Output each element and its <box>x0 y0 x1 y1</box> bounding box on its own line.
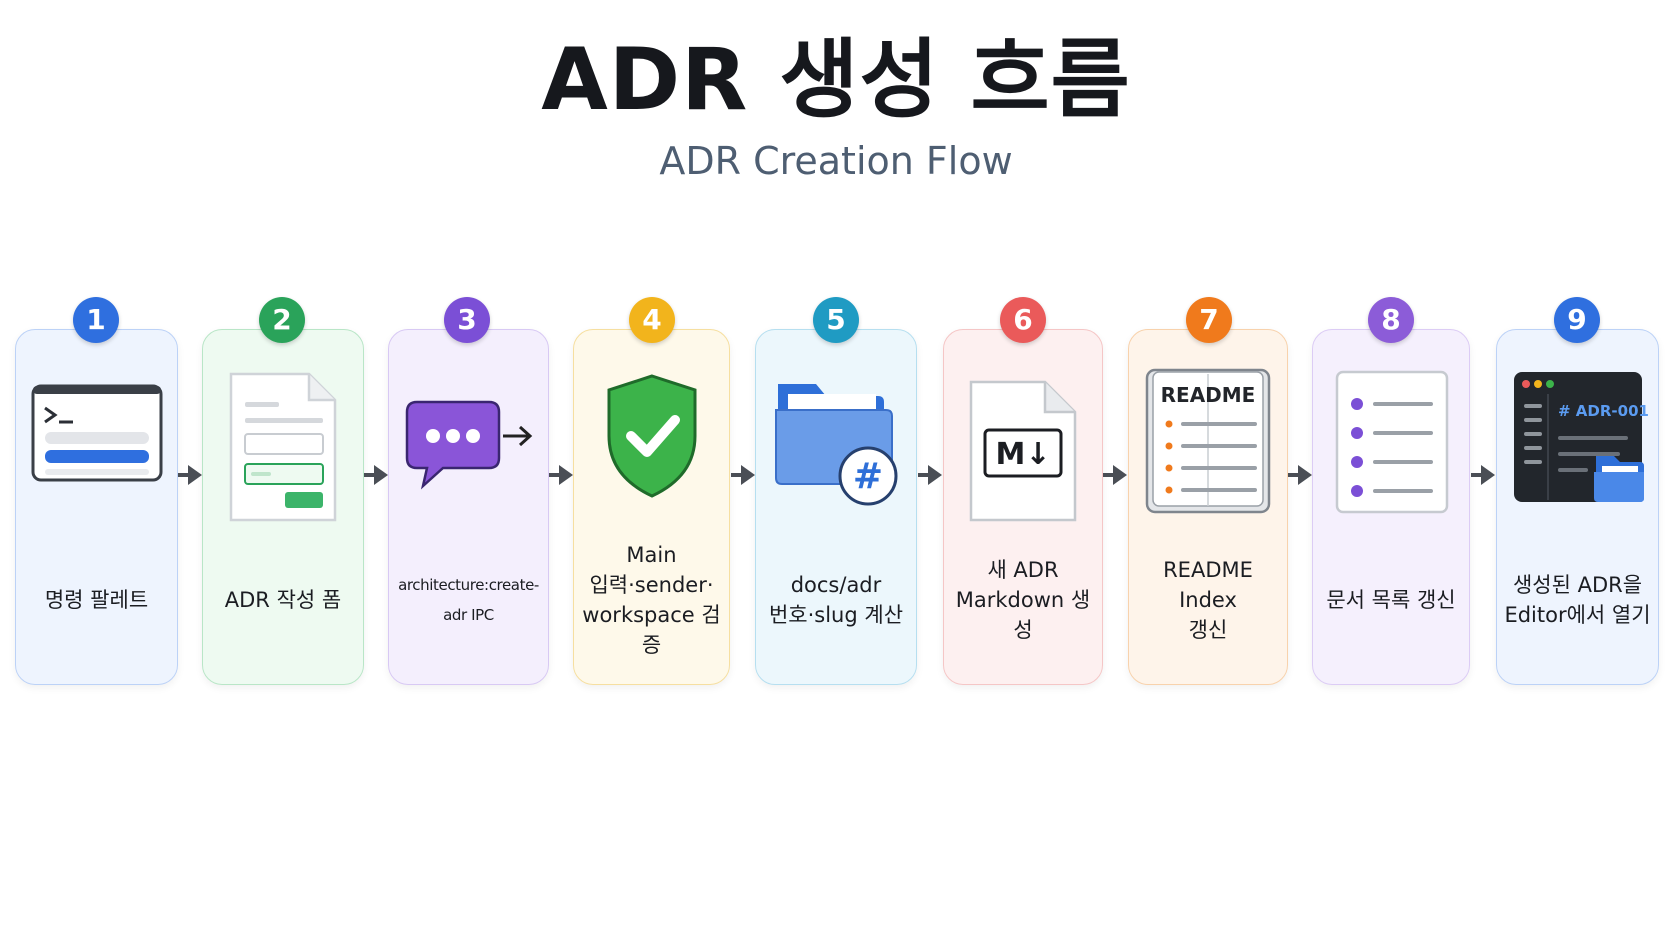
page-subtitle: ADR Creation Flow <box>659 139 1013 183</box>
flow-arrow-icon <box>731 465 755 485</box>
step-label: Main 입력·sender· workspace 검증 <box>582 543 721 657</box>
page-title: ADR 생성 흐름 <box>541 30 1131 130</box>
flow-arrow-icon <box>549 465 573 485</box>
terminal-window-icon <box>16 360 177 530</box>
shield-check-icon <box>574 360 729 530</box>
readme-book-icon: README <box>1129 360 1287 530</box>
step-label: 생성된 ADR을 Editor에서 열기 <box>1504 573 1651 627</box>
message-bubble-icon <box>389 360 548 530</box>
step-label: 명령 팔레트 <box>44 588 149 612</box>
step-card-numbering: # docs/adr 번호·slug 계산 <box>755 329 917 685</box>
readme-heading: README <box>1161 383 1256 407</box>
step-label: 문서 목록 갱신 <box>1326 588 1456 612</box>
step-label: 새 ADR Markdown 생성 <box>955 558 1091 642</box>
markdown-file-icon: M↓ <box>944 360 1102 530</box>
step-label: README Index 갱신 <box>1163 558 1253 642</box>
step-number-badge: 5 <box>813 297 859 343</box>
step-number-badge: 1 <box>73 297 119 343</box>
flow-arrow-icon <box>918 465 942 485</box>
flow-arrow-icon <box>1288 465 1312 485</box>
step-label: architecture:create-adr IPC <box>398 576 539 624</box>
form-document-icon <box>203 360 363 530</box>
folder-hash-icon: # <box>756 360 916 530</box>
step-card-doc-list: 문서 목록 갱신 <box>1312 329 1470 685</box>
step-card-readme: README README Index 갱신 <box>1128 329 1288 685</box>
flow-arrow-icon <box>1471 465 1495 485</box>
step-label: docs/adr 번호·slug 계산 <box>768 573 904 627</box>
step-card-validation: Main 입력·sender· workspace 검증 <box>573 329 730 685</box>
step-number-badge: 8 <box>1368 297 1414 343</box>
step-number-badge: 7 <box>1186 297 1232 343</box>
step-card-markdown: M↓ 새 ADR Markdown 생성 <box>943 329 1103 685</box>
step-card-open-editor: # ADR-001 생성된 ADR을 Editor에서 열기 <box>1496 329 1659 685</box>
editor-heading: # ADR-001 <box>1558 402 1648 420</box>
hash-symbol: # <box>853 456 883 497</box>
step-number-badge: 6 <box>1000 297 1046 343</box>
markdown-mark: M↓ <box>996 437 1051 472</box>
editor-window-icon: # ADR-001 <box>1497 360 1658 530</box>
flow-arrow-icon <box>364 465 388 485</box>
flow-arrow-icon <box>178 465 202 485</box>
step-label: ADR 작성 폼 <box>224 588 342 612</box>
step-number-badge: 3 <box>444 297 490 343</box>
step-number-badge: 4 <box>629 297 675 343</box>
flow-arrow-icon <box>1103 465 1127 485</box>
document-list-icon <box>1313 360 1469 530</box>
step-number-badge: 9 <box>1554 297 1600 343</box>
step-card-command-palette: 명령 팔레트 <box>15 329 178 685</box>
step-number-badge: 2 <box>259 297 305 343</box>
step-card-adr-form: ADR 작성 폼 <box>202 329 364 685</box>
step-card-ipc: architecture:create-adr IPC <box>388 329 549 685</box>
